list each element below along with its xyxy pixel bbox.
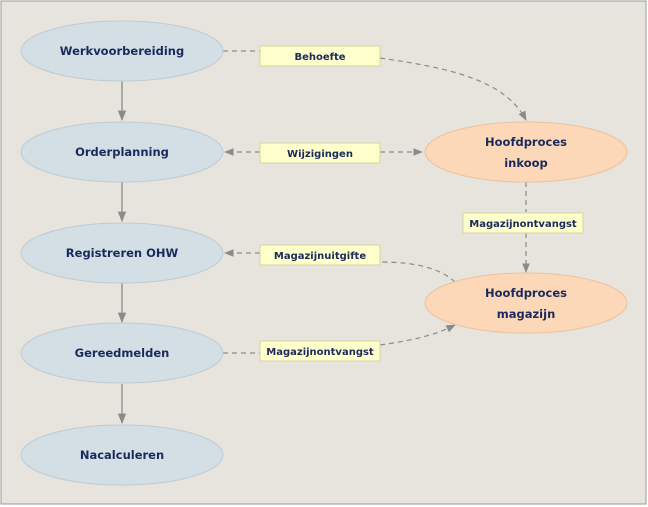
node-orderplanning[interactable]: Orderplanning [20, 121, 224, 183]
node-gereedmelden[interactable]: Gereedmelden [20, 322, 224, 384]
edge-label-magazijnontvangst-right[interactable]: Magazijnontvangst [462, 212, 584, 234]
node-hoofdproces-inkoop-shape [424, 121, 628, 183]
edge-label-wijzigingen-text: Wijzigingen [287, 149, 353, 160]
node-hoofdproces-magazijn-line1: Hoofdproces [485, 286, 567, 300]
edge-label-behoefte-box [259, 45, 381, 67]
node-orderplanning-shape [20, 121, 224, 183]
node-nacalculeren[interactable]: Nacalculeren [20, 424, 224, 486]
node-registreren-ohw-shape [20, 222, 224, 284]
node-hoofdproces-inkoop-line2: inkoop [504, 156, 548, 170]
dashed-connectors [223, 50, 526, 354]
node-nacalculeren-shape [20, 424, 224, 486]
edge-label-wijzigingen[interactable]: Wijzigingen [259, 142, 381, 164]
node-registreren-ohw[interactable]: Registreren OHW [20, 222, 224, 284]
edge-label-magazijnontvangst-left-text: Magazijnontvangst [266, 347, 374, 358]
edge-label-magazijnontvangst-left-box [259, 340, 381, 362]
edge-label-behoefte-text: Behoefte [294, 52, 345, 63]
edge-label-magazijnuitgifte-box [259, 244, 381, 266]
node-hoofdproces-magazijn[interactable]: Hoofdproces magazijn [424, 272, 628, 334]
connector-magazijnontvangst-right [379, 324, 456, 346]
node-nacalculeren-label: Nacalculeren [80, 448, 164, 462]
edge-label-magazijnuitgifte-text: Magazijnuitgifte [274, 251, 366, 262]
edge-label-magazijnontvangst-right-text: Magazijnontvangst [469, 219, 577, 230]
edge-label-magazijnontvangst-right-box [462, 212, 584, 234]
node-hoofdproces-inkoop[interactable]: Hoofdproces inkoop [424, 121, 628, 183]
node-hoofdproces-magazijn-line2: magazijn [497, 307, 556, 321]
node-werkvoorbereiding-shape [20, 20, 224, 82]
node-werkvoorbereiding-label: Werkvoorbereiding [60, 44, 184, 58]
node-gereedmelden-label: Gereedmelden [75, 346, 170, 360]
node-werkvoorbereiding[interactable]: Werkvoorbereiding [20, 20, 224, 82]
edge-label-behoefte[interactable]: Behoefte [259, 45, 381, 67]
node-orderplanning-label: Orderplanning [75, 145, 169, 159]
edge-label-magazijnontvangst-left[interactable]: Magazijnontvangst [259, 340, 381, 362]
node-hoofdproces-inkoop-line1: Hoofdproces [485, 135, 567, 149]
edge-label-wijzigingen-box [259, 142, 381, 164]
node-hoofdproces-magazijn-shape [424, 272, 628, 334]
node-registreren-ohw-label: Registreren OHW [66, 246, 179, 260]
node-gereedmelden-shape [20, 322, 224, 384]
edge-label-magazijnuitgifte[interactable]: Magazijnuitgifte [259, 244, 381, 266]
connector-behoefte [223, 50, 526, 120]
